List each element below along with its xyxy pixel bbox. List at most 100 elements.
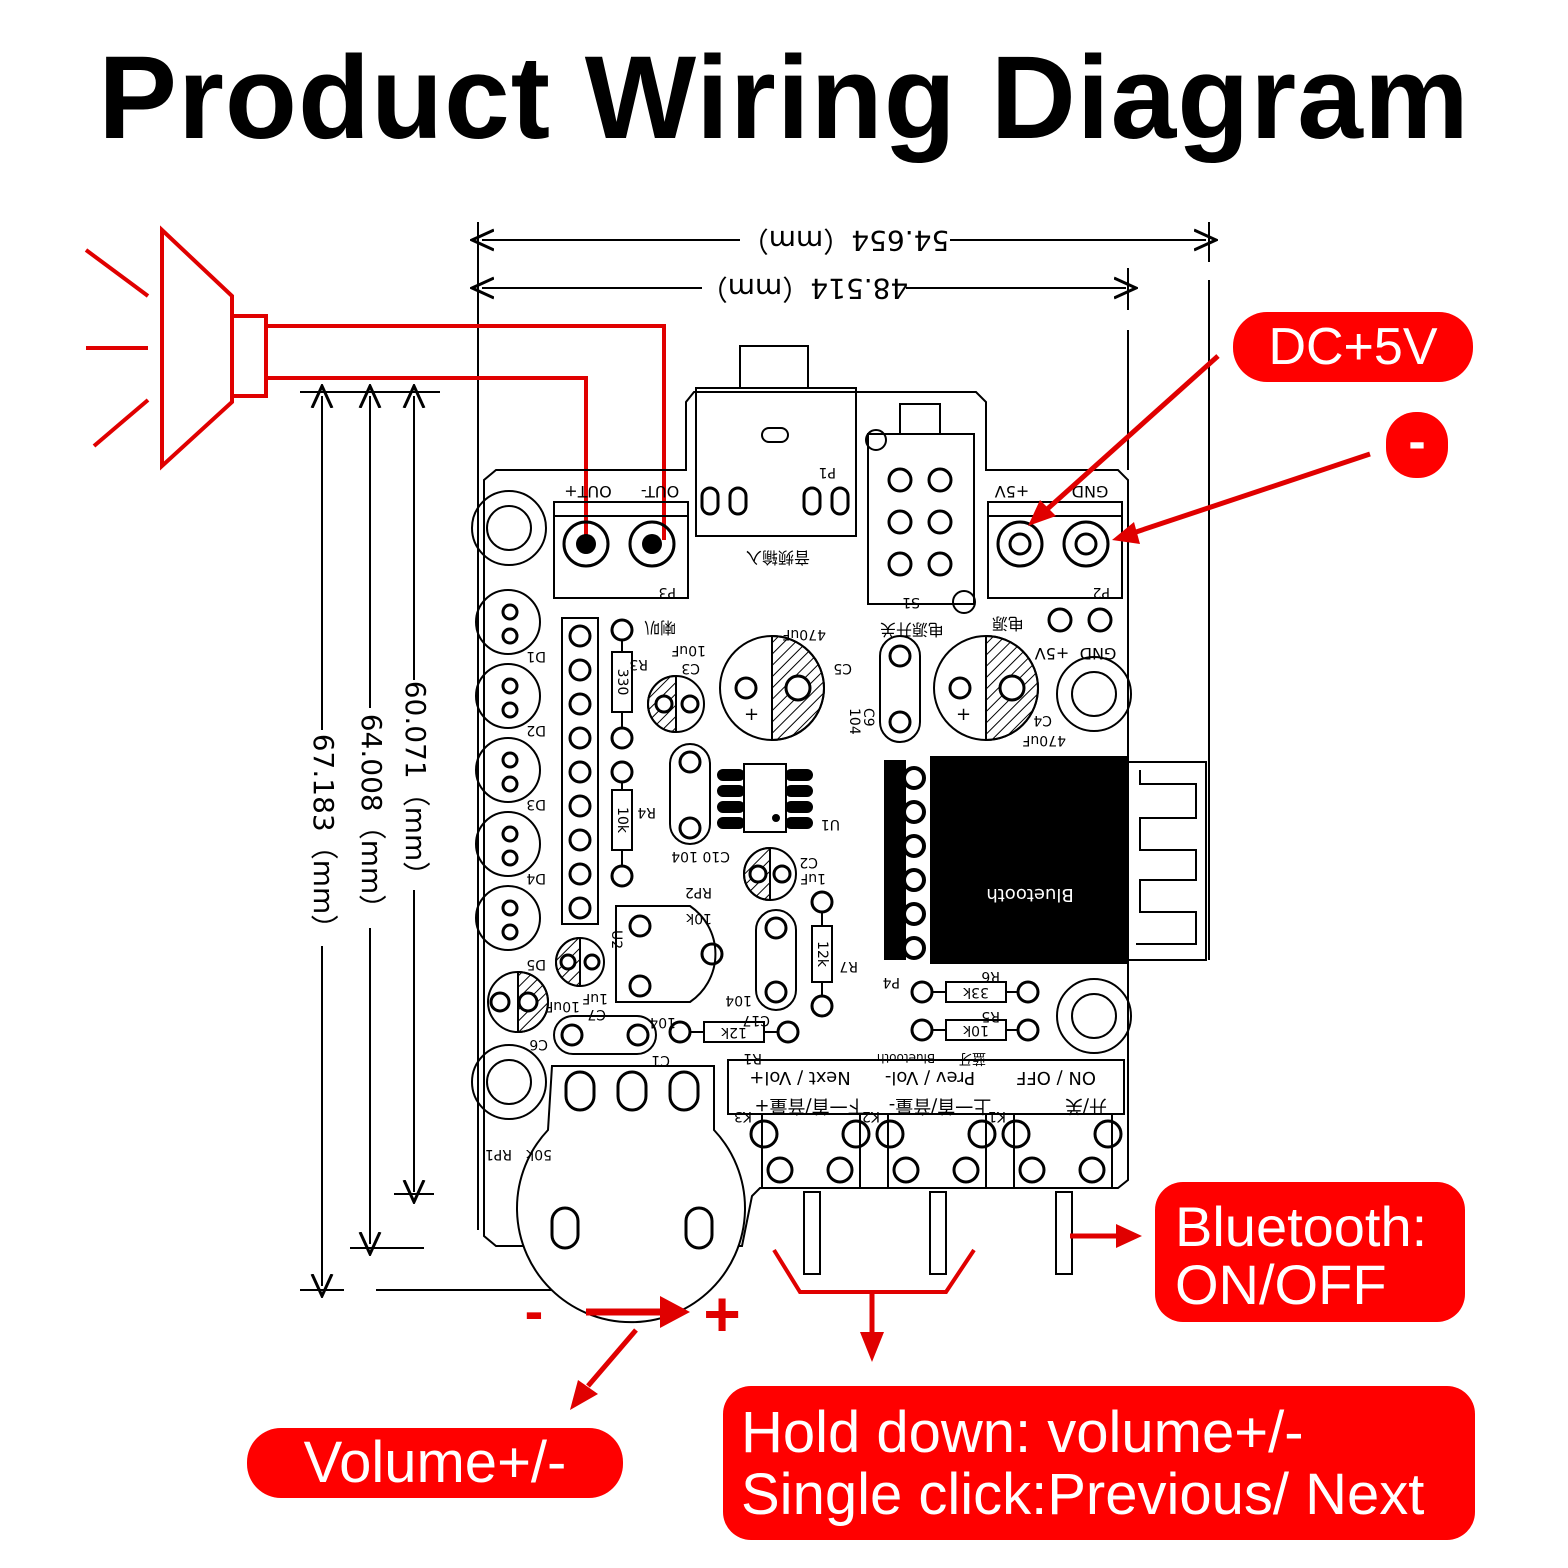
pcb-board <box>471 391 1132 1247</box>
button-block <box>727 1059 1125 1275</box>
label-out-minus: OUT- <box>641 482 679 501</box>
label-bluetooth-module: Bluetooth <box>986 884 1073 905</box>
label-c5-val: 470uF <box>782 626 826 642</box>
label-d4: D4 <box>526 870 546 886</box>
label-p3: P3 <box>659 584 676 600</box>
callout-buttons: Hold down: volume+/- Single click:Previo… <box>723 1386 1475 1540</box>
callout-dc-power: DC+5V <box>1233 312 1473 382</box>
callout-bluetooth-line2: ON/OFF <box>1175 1253 1387 1316</box>
label-k3: K3 <box>734 1108 752 1124</box>
label-rp2: RP2 <box>685 884 712 900</box>
capacitor-c17 <box>755 909 797 1011</box>
capacitor-c4: + <box>933 634 1039 742</box>
label-bluetooth-small: Bluetooth <box>877 1051 935 1065</box>
label-r5: R5 <box>981 1008 1000 1024</box>
label-r7: R7 <box>839 958 858 974</box>
label-s1: S1 <box>902 594 920 610</box>
label-d1: D1 <box>526 648 546 664</box>
label-c9-val: 104 <box>846 708 862 735</box>
label-c9: C9 <box>860 708 876 727</box>
label-c10: C10 104 <box>671 848 730 864</box>
power-terminal <box>987 501 1123 633</box>
resistor-r1 <box>668 1020 800 1044</box>
label-c6: C6 <box>529 1036 548 1052</box>
label-d2: D2 <box>526 722 546 738</box>
label-c6-val: 10uF <box>545 998 580 1014</box>
label-power-cn: 电源 <box>992 614 1024 633</box>
callout-bluetooth-line1: Bluetooth: <box>1175 1195 1428 1258</box>
label-c5: C5 <box>833 660 852 676</box>
bluetooth-module <box>884 756 1207 964</box>
label-c7: C7 <box>587 1006 606 1022</box>
trimmer-rp2 <box>615 905 724 1003</box>
resistors-left <box>610 618 634 888</box>
svg-text:+: + <box>956 704 971 725</box>
svg-text:+: + <box>744 704 759 725</box>
label-c4-val: 470uF <box>1022 732 1066 748</box>
resistors-r5-r6 <box>910 980 1040 1042</box>
annotation-arrows <box>570 354 1371 1410</box>
capacitor-c5: + <box>719 634 825 742</box>
label-r6-val: 33k <box>962 984 989 1000</box>
label-next-vol: Next / Vol+ <box>749 1067 850 1088</box>
label-r4: R4 <box>637 804 656 820</box>
label-r1-val: 12k <box>720 1024 747 1040</box>
label-out-plus: OUT+ <box>564 482 611 501</box>
led-column <box>475 589 541 951</box>
resistor-r7 <box>810 890 834 1018</box>
label-prev-vol: Prev / Vol- <box>885 1067 975 1088</box>
label-plus5v: +5V <box>995 482 1030 501</box>
callout-ground: - <box>1386 412 1448 478</box>
label-p4: P4 <box>883 974 900 990</box>
silkscreen-labels: OUT+ OUT- P3 P1 音频输入 S1 电源开关 +5V GND P2 … <box>485 464 1116 1162</box>
callout-volume: Volume+/- <box>247 1428 623 1498</box>
label-c17: C17 <box>742 1012 770 1028</box>
label-plus5v-2: +5V <box>1035 644 1070 663</box>
label-r4-val: 10k <box>614 807 630 834</box>
volume-potentiometer <box>516 1065 746 1324</box>
label-c7-val: 1uF <box>582 990 608 1006</box>
dim-height-3: 67.183（mm） <box>307 734 340 943</box>
capacitor-c10 <box>669 743 711 845</box>
speaker-wires <box>266 324 666 540</box>
label-c17-val: 104 <box>725 992 752 1008</box>
pin-header <box>561 617 599 925</box>
label-c3-val: 10uF <box>671 642 706 658</box>
speaker-icon <box>84 225 268 471</box>
pot-plus-label: + <box>703 1278 740 1350</box>
dim-height-2: 64.008（mm） <box>355 714 388 923</box>
label-bluetooth-cn: 蓝牙 <box>958 1050 986 1066</box>
label-p1: P1 <box>819 464 836 480</box>
label-on-off-cn: 开/关 <box>1065 1095 1107 1116</box>
audio-jack <box>695 345 857 537</box>
label-power-switch: 电源开关 <box>880 620 944 639</box>
label-d3: D3 <box>526 796 546 812</box>
dim-width-outer: 54.654（mm） <box>741 224 950 257</box>
lower-left-parts <box>487 936 657 1055</box>
callout-bluetooth: Bluetooth: ON/OFF <box>1155 1182 1465 1322</box>
dim-height-1: 60.071（mm） <box>399 681 432 890</box>
label-k1: K1 <box>988 1108 1006 1124</box>
capacitor-c3 <box>647 674 705 734</box>
label-r5-val: 10k <box>962 1022 989 1038</box>
label-c1-val: 104 <box>649 1014 676 1030</box>
label-u1: U1 <box>821 816 840 832</box>
output-terminal <box>553 501 689 599</box>
power-switch <box>865 403 976 614</box>
label-d5: D5 <box>526 956 546 972</box>
label-audio-input: 音频输入 <box>746 548 810 567</box>
label-r3: R3 <box>629 656 648 672</box>
label-r3-val: 330 <box>614 669 630 696</box>
label-rp1-val: 50k <box>525 1146 552 1162</box>
label-on-off: ON / OFF <box>1016 1067 1096 1088</box>
label-p2: P2 <box>1093 584 1110 600</box>
capacitor-c9 <box>879 635 921 743</box>
callout-buttons-line1: Hold down: volume+/- <box>741 1400 1304 1465</box>
label-prev-vol-cn: 上一首/音量- <box>889 1095 992 1116</box>
label-speaker-cn: 喇叭 <box>644 618 676 637</box>
label-c2-val: 1uF <box>800 870 826 886</box>
ic-u1 <box>717 763 813 833</box>
dimension-texts: 54.654（mm） 48.514（mm） 60.071（mm） 64.008（… <box>305 222 950 946</box>
label-u2: U2 <box>608 930 624 949</box>
